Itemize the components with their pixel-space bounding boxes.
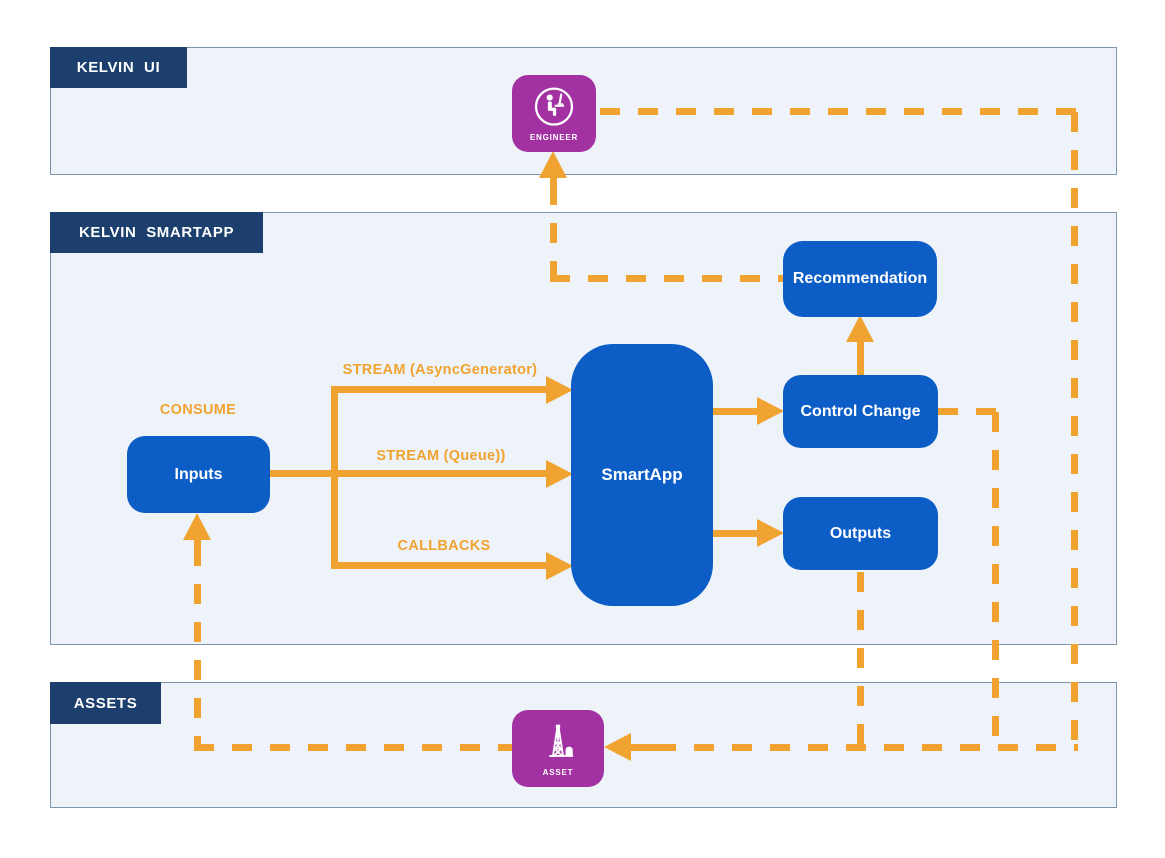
arrowhead-controlchange bbox=[757, 397, 784, 425]
edge-inputs-arrow-stem bbox=[194, 536, 201, 550]
asset-card-label: ASSET bbox=[542, 768, 574, 777]
edge-controlchange-down-v bbox=[992, 412, 999, 751]
panel-title-kelvin-ui: KELVIN UI bbox=[50, 47, 187, 88]
node-control-change-label: Control Change bbox=[800, 402, 921, 420]
edge-inputs-branch-line bbox=[270, 470, 338, 477]
edge-asset-feed-h bbox=[656, 744, 1078, 751]
panel-title-kelvin-smartapp: KELVIN SMARTAPP bbox=[50, 212, 263, 253]
node-control-change: Control Change bbox=[783, 375, 938, 448]
edge-asset-inputs-h bbox=[194, 744, 512, 751]
node-inputs: Inputs bbox=[127, 436, 270, 513]
arrowhead-inputs bbox=[183, 513, 211, 540]
arrowhead-engineer bbox=[539, 151, 567, 178]
panel-title-assets: ASSETS bbox=[50, 682, 161, 724]
node-recommendation: Recommendation bbox=[783, 241, 937, 317]
edge-engineer-arrow-stem bbox=[550, 172, 557, 188]
engineer-card-label: ENGINEER bbox=[529, 133, 579, 142]
edge-engineer-down-v bbox=[1071, 112, 1078, 751]
engineer-card: ENGINEER bbox=[512, 75, 596, 152]
edge-asset-inputs-v bbox=[194, 546, 201, 751]
edge-label-consume: CONSUME bbox=[159, 402, 237, 418]
edge-outputs-down-v bbox=[857, 572, 864, 751]
edge-label-callbacks: CALLBACKS bbox=[397, 538, 491, 554]
arrowhead-callbacks bbox=[546, 552, 573, 580]
edge-label-stream-asyncgenerator: STREAM (AsyncGenerator) bbox=[342, 362, 538, 378]
node-smartapp: SmartApp bbox=[571, 344, 713, 606]
node-outputs: Outputs bbox=[783, 497, 938, 570]
edge-callbacks-line bbox=[331, 562, 546, 569]
arrowhead-asset bbox=[604, 733, 631, 761]
engineer-at-desk-icon bbox=[531, 85, 577, 131]
oil-derrick-icon bbox=[535, 720, 581, 766]
edge-smartapp-outputs-line bbox=[713, 530, 758, 537]
edge-stream-queue-line bbox=[331, 470, 546, 477]
edge-recommendation-engineer-v bbox=[550, 185, 557, 275]
asset-card: ASSET bbox=[512, 710, 604, 787]
node-smartapp-label: SmartApp bbox=[601, 465, 683, 484]
arrowhead-stream-asyncgenerator bbox=[546, 376, 573, 404]
node-outputs-label: Outputs bbox=[829, 524, 892, 542]
arrowhead-recommendation bbox=[846, 315, 874, 342]
arrowhead-outputs bbox=[757, 519, 784, 547]
node-inputs-label: Inputs bbox=[174, 465, 223, 483]
edge-smartapp-controlchange-line bbox=[713, 408, 758, 415]
edge-branch-vertical-line bbox=[331, 386, 338, 569]
node-recommendation-label: Recommendation bbox=[792, 270, 928, 287]
edge-asset-arrow-stem bbox=[630, 744, 656, 751]
arrowhead-stream-queue bbox=[546, 460, 573, 488]
edge-controlchange-recommendation-line bbox=[857, 340, 864, 376]
edge-controlchange-right-h bbox=[938, 408, 999, 415]
edge-recommendation-engineer-h bbox=[550, 275, 783, 282]
edge-label-stream-queue: STREAM (Queue)) bbox=[376, 448, 506, 464]
edge-engineer-right-h bbox=[600, 108, 1078, 115]
edge-stream-asyncgenerator-line bbox=[331, 386, 546, 393]
